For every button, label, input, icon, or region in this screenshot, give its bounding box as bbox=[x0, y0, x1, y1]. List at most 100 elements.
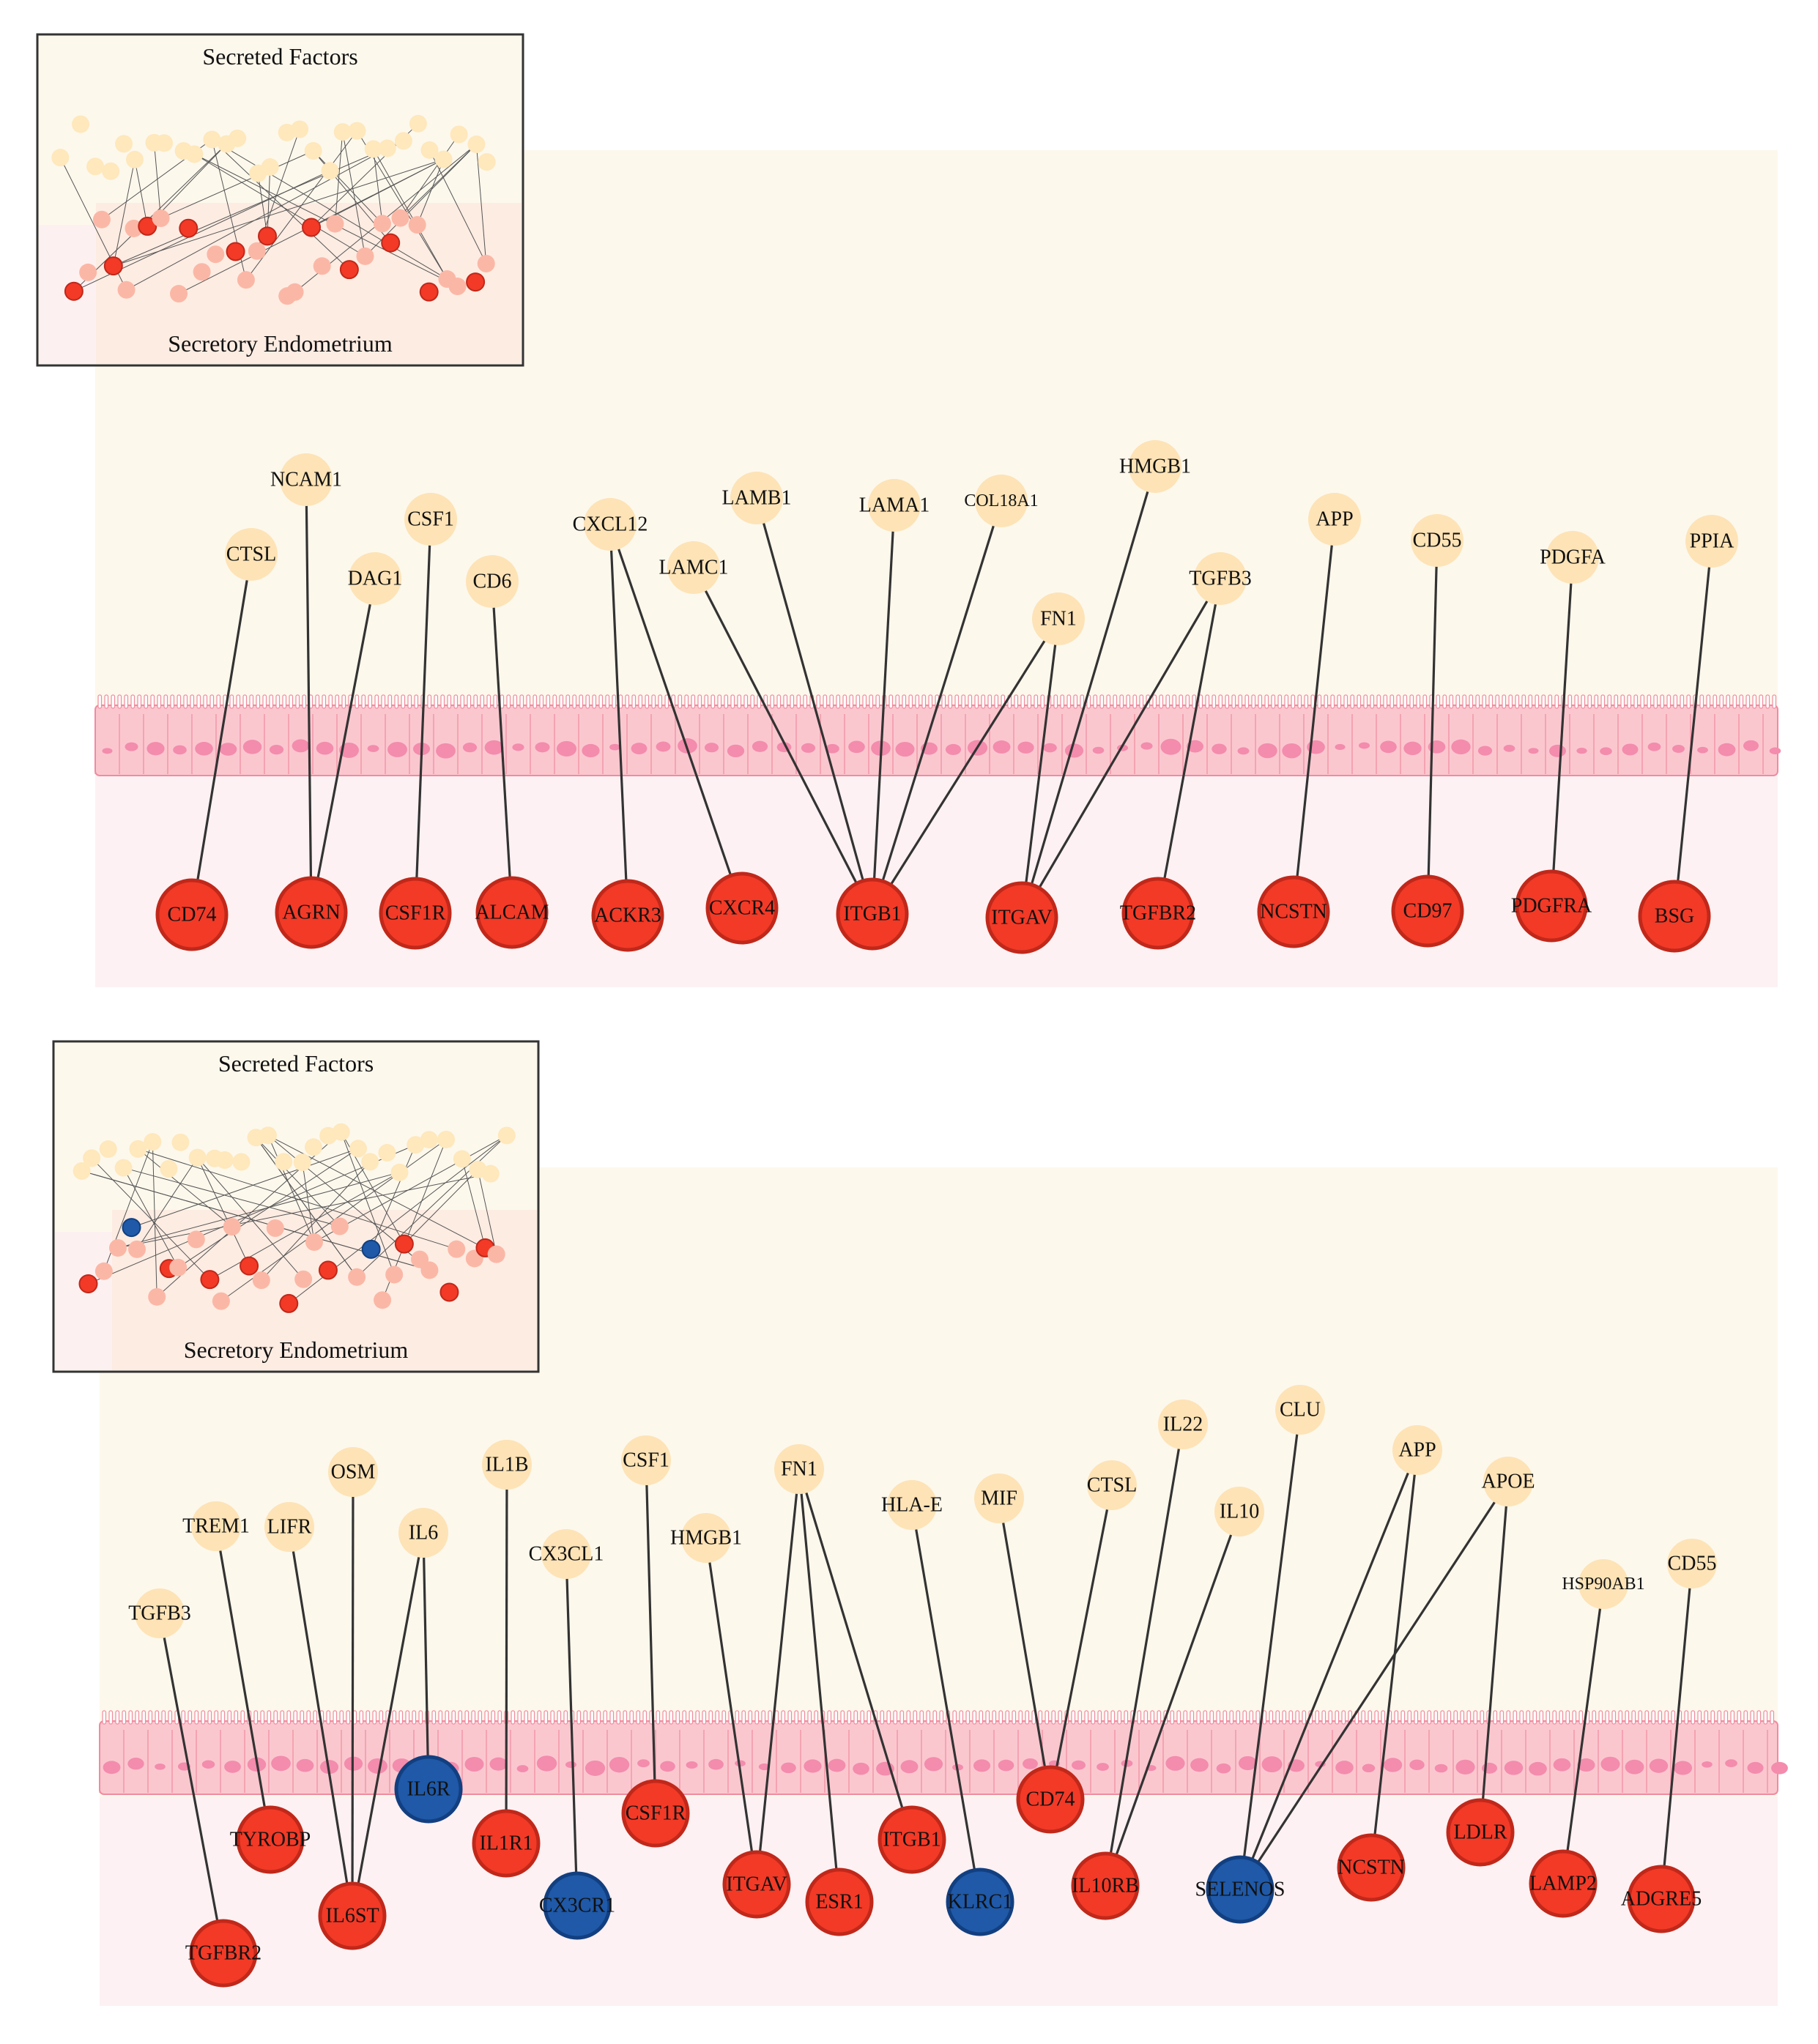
receptor-node: AGRN bbox=[275, 876, 348, 949]
ligand-label: CXCL12 bbox=[573, 513, 648, 536]
ligand-node: MIF bbox=[974, 1473, 1024, 1523]
ligand-label: FN1 bbox=[781, 1458, 817, 1481]
ligand-circle bbox=[1158, 1400, 1208, 1449]
receptor-label: AGRN bbox=[282, 902, 340, 924]
edge-CXCL12-CXCR4 bbox=[609, 524, 743, 909]
receptor-node: ITGB1 bbox=[878, 1805, 946, 1874]
ligand-circle bbox=[1129, 440, 1181, 493]
inset-subtitle: Secretory Endometrium bbox=[184, 1337, 409, 1363]
edge-FN1-ESR1 bbox=[798, 1468, 841, 1903]
inset-subtitle: Secretory Endometrium bbox=[168, 330, 393, 357]
ligand-circle bbox=[466, 555, 519, 608]
ligand-circle bbox=[1275, 1385, 1325, 1435]
edge-FN1-ITGB1 bbox=[871, 618, 1060, 915]
ligand-node: TREM1 bbox=[182, 1501, 250, 1551]
edge-COL18A1-ITGB1 bbox=[871, 500, 1003, 915]
edges bbox=[190, 466, 1713, 918]
receptor-node: LDLR bbox=[1446, 1798, 1515, 1867]
receptor-circle bbox=[985, 881, 1058, 954]
edge-FN1-ITGAV bbox=[755, 1468, 801, 1885]
edge-APP-NCSTN bbox=[1370, 1449, 1419, 1868]
receptor-node: ITGB1 bbox=[836, 877, 909, 951]
edge-HMGB1-ITGAV bbox=[705, 1537, 758, 1885]
edge-MIF-CD74 bbox=[998, 1498, 1052, 1800]
receptor-circle bbox=[1206, 1855, 1275, 1924]
edges bbox=[158, 1409, 1693, 1954]
edge-NCAM1-AGRN bbox=[305, 479, 313, 913]
edge-LIFR-IL6ST bbox=[288, 1526, 354, 1917]
edge-APP-SELENOS bbox=[1239, 1449, 1419, 1890]
receptor-node: LAMP2 bbox=[1529, 1849, 1598, 1918]
ligand-node: IL22 bbox=[1158, 1400, 1208, 1449]
receptor-label: CX3CR1 bbox=[539, 1895, 615, 1917]
edge-IL6-IL6ST bbox=[351, 1532, 425, 1917]
ligand-circle bbox=[1546, 531, 1599, 584]
receptor-node: KLRC1 bbox=[946, 1868, 1014, 1936]
ligand-circle bbox=[730, 472, 783, 524]
edge-CLU-SELENOS bbox=[1239, 1409, 1302, 1890]
edge-APP-NCSTN bbox=[1292, 519, 1336, 913]
ligand-circle bbox=[774, 1444, 824, 1494]
ligand-node: CXCL12 bbox=[573, 498, 648, 551]
ligand-label: CLU bbox=[1280, 1399, 1321, 1421]
ligand-label: LAMC1 bbox=[659, 557, 729, 579]
receptor-node: ITGAV bbox=[722, 1850, 791, 1919]
ligand-node: HSP90AB1 bbox=[1562, 1559, 1645, 1609]
receptor-label: IL6R bbox=[407, 1778, 450, 1801]
edge-LAMC1-ITGB1 bbox=[692, 567, 874, 915]
receptor-circle bbox=[1071, 1851, 1140, 1920]
edge-CXCL12-ACKR3 bbox=[609, 524, 629, 916]
receptor-node: ITGAV bbox=[985, 881, 1058, 954]
ligand-label: TREM1 bbox=[182, 1515, 250, 1538]
ligand-circle bbox=[868, 479, 921, 532]
receptor-label: ITGAV bbox=[726, 1873, 787, 1896]
edge-TREM1-TYROBP bbox=[215, 1525, 272, 1840]
receptor-label: PDGFRA bbox=[1511, 895, 1592, 918]
ligand-label: HLA-E bbox=[881, 1494, 943, 1517]
ligand-label: TGFB3 bbox=[128, 1602, 191, 1625]
receptor-label: NCSTN bbox=[1337, 1857, 1405, 1879]
ligand-label: CX3CL1 bbox=[529, 1543, 604, 1566]
receptor-node: TGFBR2 bbox=[1120, 877, 1196, 950]
ligand-node: LIFR bbox=[264, 1502, 314, 1552]
receptor-label: ITGB1 bbox=[843, 903, 901, 926]
ligand-node: CX3CL1 bbox=[529, 1529, 604, 1579]
edge-APOE-SELENOS bbox=[1239, 1481, 1510, 1890]
edge-CD55-ADGRE5 bbox=[1660, 1563, 1693, 1900]
ligand-label: APP bbox=[1316, 508, 1353, 531]
ligand-circle bbox=[1667, 1539, 1717, 1588]
receptor-circle bbox=[1391, 874, 1464, 948]
receptor-node: IL10RB bbox=[1071, 1851, 1140, 1920]
ligand-node: OSM bbox=[328, 1447, 378, 1497]
receptor-circle bbox=[1446, 1798, 1515, 1867]
ligand-label: COL18A1 bbox=[964, 491, 1038, 510]
receptor-node: CSF1R bbox=[621, 1779, 690, 1848]
ligand-label: HMGB1 bbox=[1119, 456, 1191, 478]
ligand-circle bbox=[349, 552, 401, 605]
ligand-circle bbox=[681, 1513, 731, 1563]
ligand-node: APP bbox=[1308, 493, 1361, 546]
ligand-label: CD55 bbox=[1668, 1553, 1717, 1575]
ligand-node: COL18A1 bbox=[964, 475, 1039, 527]
receptor-node: PDGFRA bbox=[1511, 869, 1592, 943]
receptor-circle bbox=[1337, 1833, 1406, 1902]
edge-TGFB3-ITGAV bbox=[1020, 578, 1222, 918]
receptor-circle bbox=[236, 1805, 305, 1874]
receptor-label: IL1R1 bbox=[479, 1832, 533, 1855]
edge-CTSL-CD74 bbox=[190, 554, 253, 915]
ligand-node: LAMA1 bbox=[859, 479, 930, 532]
ligand-label: HMGB1 bbox=[670, 1527, 742, 1550]
ligand-circle bbox=[1087, 1460, 1137, 1510]
ligand-node: TGFB3 bbox=[128, 1588, 191, 1638]
receptor-node: ACKR3 bbox=[591, 879, 664, 952]
ligand-circle bbox=[328, 1447, 378, 1497]
receptor-label: ESR1 bbox=[815, 1891, 863, 1914]
receptor-label: CD74 bbox=[168, 904, 217, 926]
receptor-circle bbox=[591, 879, 664, 952]
ligand-node: CSF1 bbox=[404, 493, 457, 546]
ligand-node: IL1B bbox=[482, 1440, 532, 1490]
ligand-circle bbox=[1483, 1457, 1533, 1506]
ligand-node: CD55 bbox=[1411, 514, 1463, 567]
